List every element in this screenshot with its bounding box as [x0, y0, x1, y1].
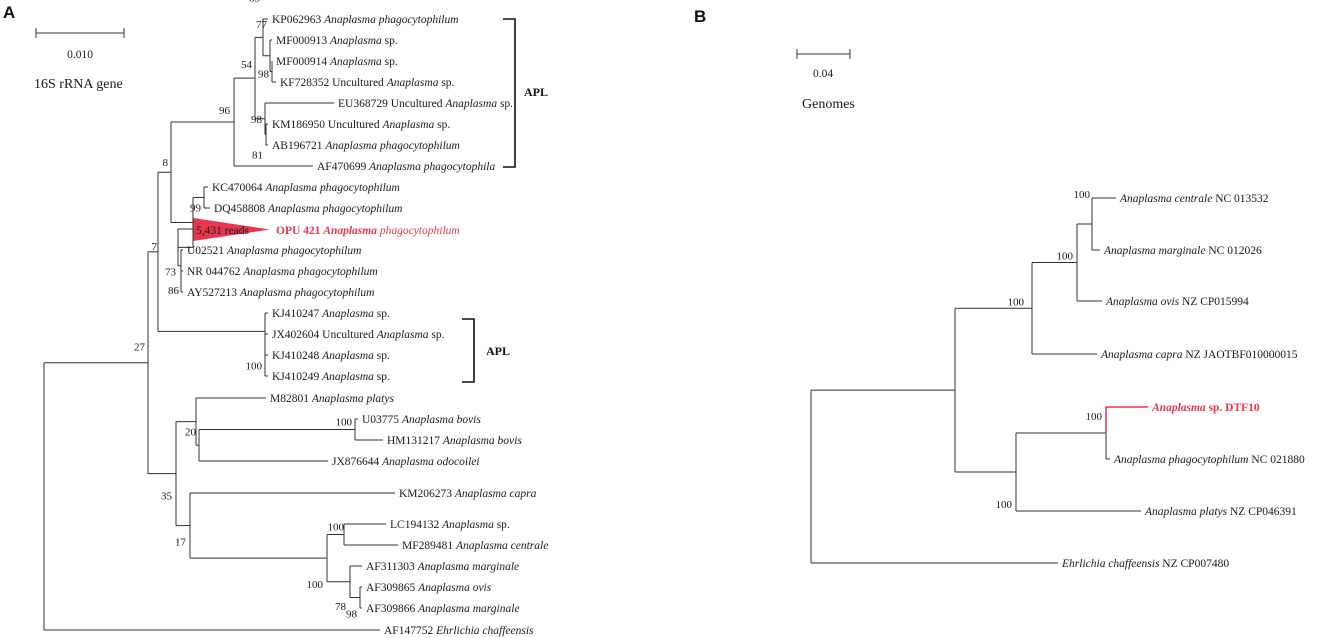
- tip-label: MF000914 Anaplasma sp.: [276, 56, 398, 68]
- tip-label: JX876644 Anaplasma odocoilei: [332, 456, 480, 468]
- panel-a-letter: A: [3, 3, 15, 22]
- clade-bracket-apl-2: APL: [462, 318, 510, 383]
- tip-label: Anaplasma sp. DTF10: [1151, 402, 1260, 414]
- tip-label: KF728352 Uncultured Anaplasma sp.: [280, 77, 455, 89]
- panel-b-scale-bar: 0.04: [796, 49, 851, 80]
- bootstrap-value: 100: [328, 522, 345, 534]
- panel-b-scale-label: 0.04: [813, 68, 833, 80]
- bootstrap-value: 78: [335, 601, 347, 613]
- tip-label: AF311303 Anaplasma marginale: [366, 561, 519, 573]
- otu-label: OPU 421 Anaplasma phagocytophilum: [276, 225, 460, 237]
- tip-label: MF000913 Anaplasma sp.: [276, 35, 398, 47]
- bootstrap-value: 17: [175, 537, 187, 549]
- bootstrap-value: 100: [1074, 189, 1091, 201]
- panel-a-title: 16S rRNA gene: [34, 77, 123, 92]
- panel-b-title: Genomes: [802, 97, 855, 112]
- tip-label: U02521 Anaplasma phagocytophilum: [187, 245, 361, 257]
- bootstrap-value: 7: [152, 241, 158, 253]
- bootstrap-value: 77: [256, 19, 268, 31]
- panel-a-scale-bar: 0.010: [35, 28, 125, 61]
- bootstrap-value: 99: [190, 203, 202, 215]
- tip-label: Anaplasma centrale NC 013532: [1119, 193, 1269, 205]
- bootstrap-value: 81: [252, 150, 263, 162]
- tip-label: JX402604 Uncultured Anaplasma sp.: [272, 329, 445, 341]
- bootstrap-value: 27: [134, 342, 146, 354]
- tip-label: AF309865 Anaplasma ovis: [366, 582, 492, 594]
- bootstrap-value: 100: [996, 499, 1013, 511]
- panel-b-letter: B: [694, 7, 706, 26]
- tip-label: Anaplasma ovis NZ CP015994: [1105, 296, 1249, 308]
- otu-reads-label: 5,431 reads: [196, 225, 250, 237]
- tip-label: KJ410249 Anaplasma sp.: [272, 371, 390, 383]
- bootstrap-value: 35: [161, 491, 173, 503]
- bootstrap-value: 100: [246, 361, 263, 373]
- bootstrap-value: 20: [185, 426, 197, 438]
- collapsed-clade-wedge: [193, 218, 270, 241]
- otu-id: OPU 421: [276, 225, 321, 237]
- bootstrap-value: 100: [307, 579, 324, 591]
- tip-label: Anaplasma platys NZ CP046391: [1144, 506, 1297, 518]
- bootstrap-value: 96: [219, 105, 231, 117]
- tip-label: KJ410248 Anaplasma sp.: [272, 350, 390, 362]
- tip-label: EU368729 Uncultured Anaplasma sp.: [338, 98, 513, 110]
- tip-label: KM206273 Anaplasma capra: [399, 488, 537, 500]
- tip-label: HM131217 Anaplasma bovis: [387, 435, 522, 447]
- bootstrap-value: 73: [165, 266, 177, 278]
- tip-label: AF470699 Anaplasma phagocytophila: [317, 161, 495, 173]
- tip-label: KC470064 Anaplasma phagocytophilum: [212, 182, 400, 194]
- bootstrap-value: 85: [249, 0, 261, 4]
- bootstrap-value: 100: [1057, 251, 1074, 263]
- otu-species: phagocytophilum: [379, 225, 460, 237]
- bootstrap-value: 98: [258, 69, 270, 81]
- tip-label: Anaplasma capra NZ JAOTBF010000015: [1100, 349, 1298, 361]
- tip-label: M82801 Anaplasma platys: [270, 393, 394, 405]
- tip-label: AF309866 Anaplasma marginale: [366, 603, 520, 615]
- tree-panel-a: AF147752 Ehrlichia chaffeensis AF470699 A…: [43, 0, 548, 637]
- bootstrap-value: 100: [1008, 296, 1025, 308]
- bootstrap-value: 86: [168, 285, 180, 297]
- clade-label: APL: [486, 344, 510, 358]
- bootstrap-value: 98: [251, 114, 263, 126]
- tip-label: MF289481 Anaplasma centrale: [402, 540, 548, 552]
- tip-label: KP062963 Anaplasma phagocytophilum: [272, 14, 459, 26]
- tip-label: AB196721 Anaplasma phagocytophilum: [272, 140, 460, 152]
- clade-label: APL: [524, 85, 548, 99]
- tip-label: AY527213 Anaplasma phagocytophilum: [187, 287, 374, 299]
- tip-label: LC194132 Anaplasma sp.: [390, 519, 510, 531]
- tip-label: KM186950 Uncultured Anaplasma sp.: [272, 119, 450, 131]
- otu-genus: Anaplasma: [322, 225, 377, 237]
- bootstrap-value: 100: [336, 417, 353, 429]
- bootstrap-value: 100: [1086, 411, 1103, 423]
- bootstrap-value: 98: [346, 609, 358, 621]
- clade-bracket-apl-1: APL: [503, 18, 548, 168]
- bootstrap-value: 54: [241, 59, 253, 71]
- bootstrap-value: 8: [163, 157, 169, 169]
- tip-label: Ehrlichia chaffeensis NZ CP007480: [1061, 558, 1229, 570]
- tip-label: AF147752 Ehrlichia chaffeensis: [384, 625, 534, 637]
- tip-label: U03775 Anaplasma bovis: [362, 414, 481, 426]
- tip-label: Anaplasma phagocytophilum NC 021880: [1113, 454, 1305, 466]
- tip-label: KJ410247 Anaplasma sp.: [272, 308, 390, 320]
- tree-panel-b: Ehrlichia chaffeensis NZ CP007480 Anaplas…: [810, 189, 1305, 570]
- tip-label: Anaplasma marginale NC 012026: [1103, 245, 1262, 257]
- otu-highlight: 5,431 reads OPU 421 Anaplasma phagocytop…: [193, 218, 460, 241]
- tip-label: DQ458808 Anaplasma phagocytophilum: [214, 203, 402, 215]
- tip-label: NR 044762 Anaplasma phagocytophilum: [187, 266, 378, 278]
- panel-a-scale-label: 0.010: [67, 49, 93, 61]
